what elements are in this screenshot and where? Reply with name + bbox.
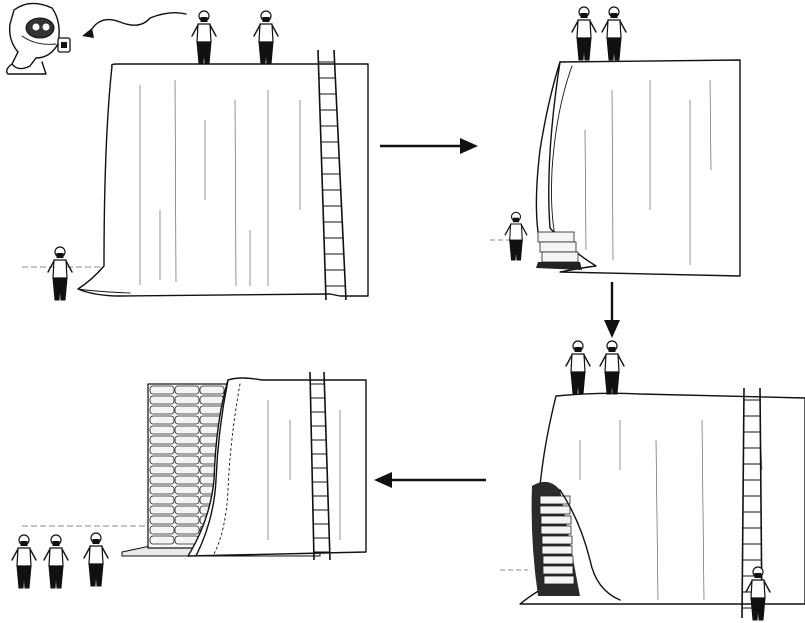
person-icon: [602, 7, 626, 60]
person-icon: [505, 212, 527, 260]
person-icon: [566, 341, 590, 394]
panel-1-covered-stack: [7, 3, 368, 300]
flow-arrow-down: [604, 282, 620, 338]
person-icon: [44, 535, 68, 588]
person-icon: [254, 11, 278, 64]
person-icon: [12, 535, 36, 588]
gas-mask-icon: [7, 3, 70, 74]
person-icon: [192, 11, 216, 64]
panel-3-tarp-rolled-corner: [500, 341, 805, 620]
person-icon: [48, 247, 72, 300]
person-icon: [600, 341, 624, 394]
person-icon: [84, 533, 108, 586]
panel-4-stack-exposed: [12, 372, 366, 588]
panel-2-lifting-tarp: [490, 7, 740, 276]
person-icon: [572, 7, 596, 60]
flow-arrow-left: [374, 472, 486, 488]
flow-arrow-right: [380, 138, 478, 154]
pointer-arrow: [82, 13, 186, 38]
